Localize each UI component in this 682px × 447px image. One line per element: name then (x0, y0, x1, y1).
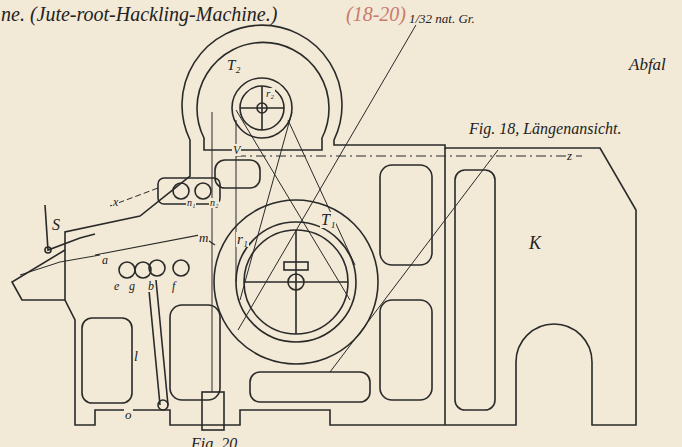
part-label: o (124, 408, 133, 421)
drawing-line (380, 300, 432, 400)
part-label: T₂ (226, 58, 242, 73)
drawing-line (244, 230, 348, 334)
drawing-line (173, 260, 189, 276)
part-label: r₁ (236, 232, 249, 247)
drawing-line (197, 42, 329, 150)
drawing-line (236, 156, 582, 157)
drawing-line (158, 400, 168, 410)
drawing-line (455, 170, 495, 410)
drawing-line (380, 165, 432, 265)
part-label: Fig. 18, Längenansicht. (468, 121, 622, 137)
part-label: m (198, 231, 209, 244)
drawing-line (45, 247, 51, 253)
drawing-line (214, 200, 378, 364)
part-label: T₁ (320, 212, 336, 228)
drawing-line (236, 222, 356, 342)
drawing-line (45, 205, 95, 250)
drawing-line (119, 262, 135, 278)
drawing-line (20, 255, 100, 275)
drawing-line (65, 25, 636, 425)
drawing-line (444, 148, 446, 425)
drawing-line (244, 230, 348, 334)
drawing-line (236, 110, 355, 300)
drawing-title: ne. (Jute-root-Hackling-Machine.) (0, 4, 278, 24)
part-label: g (128, 280, 136, 292)
drawing-line (240, 86, 284, 130)
part-label: r₂ (265, 88, 275, 99)
drawing-line (284, 262, 308, 270)
drawing-line (148, 280, 168, 405)
part-label: Abfal (628, 56, 667, 73)
drawing-line (195, 183, 211, 199)
drawing-line (95, 235, 215, 255)
drawing-line (173, 183, 189, 199)
part-label: n₂ (209, 198, 219, 208)
drawing-line (82, 318, 132, 403)
part-label: x (112, 196, 119, 208)
part-label: f (171, 280, 176, 292)
part-label: K (528, 234, 542, 252)
drawing-line (240, 86, 284, 130)
part-label: a (101, 254, 109, 266)
drawing-line (12, 18, 636, 430)
drawing-line (232, 78, 292, 138)
part-label: S (51, 217, 61, 233)
part-label: b (147, 280, 155, 292)
part-label: 1/32 nat. Gr. (408, 12, 476, 25)
drawing-line (250, 372, 370, 402)
drawing-line (238, 18, 498, 372)
part-label: z (566, 149, 573, 162)
part-label: Fig. 20. (190, 436, 242, 447)
part-label: n₁ (186, 198, 196, 208)
part-label: e (113, 280, 120, 292)
drawing-line (215, 160, 260, 188)
drawing-line (202, 392, 224, 430)
drawing-line (149, 260, 165, 276)
part-label: (18-20) (345, 4, 407, 24)
drawing-line (12, 250, 65, 300)
part-label: V (232, 144, 241, 156)
drawing-line (212, 112, 213, 392)
part-label: l (133, 350, 139, 364)
